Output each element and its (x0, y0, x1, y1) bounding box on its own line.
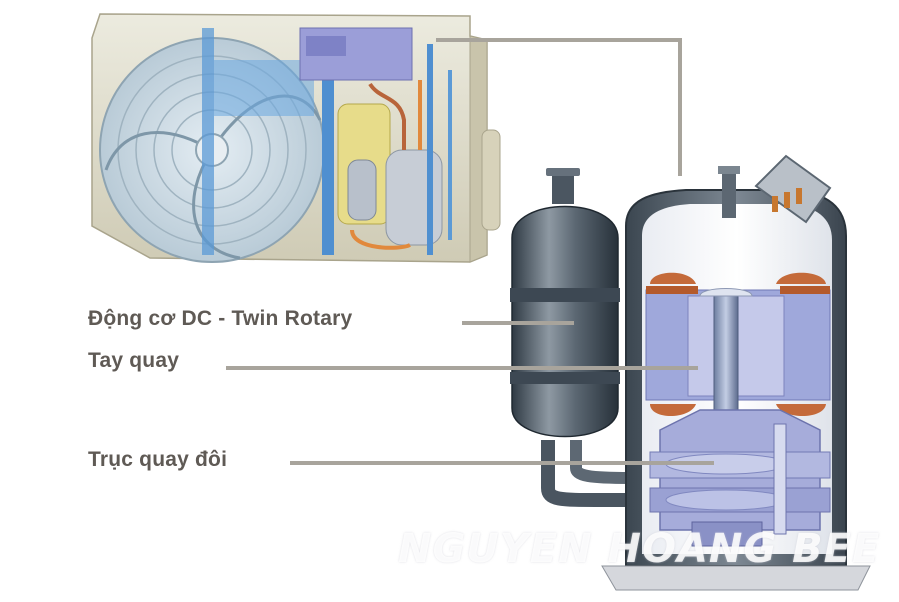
label-dc-motor-twin-rotary: Động cơ DC - Twin Rotary (88, 307, 352, 331)
accumulator-tank (510, 168, 640, 500)
outdoor-unit-illustration (92, 14, 500, 262)
watermark-text: NGUYEN HOANG BEE (398, 526, 880, 572)
label-crank: Tay quay (88, 349, 179, 373)
twin-rotary-compressor (602, 156, 870, 590)
label-twin-shaft: Trục quay đôi (88, 448, 227, 472)
